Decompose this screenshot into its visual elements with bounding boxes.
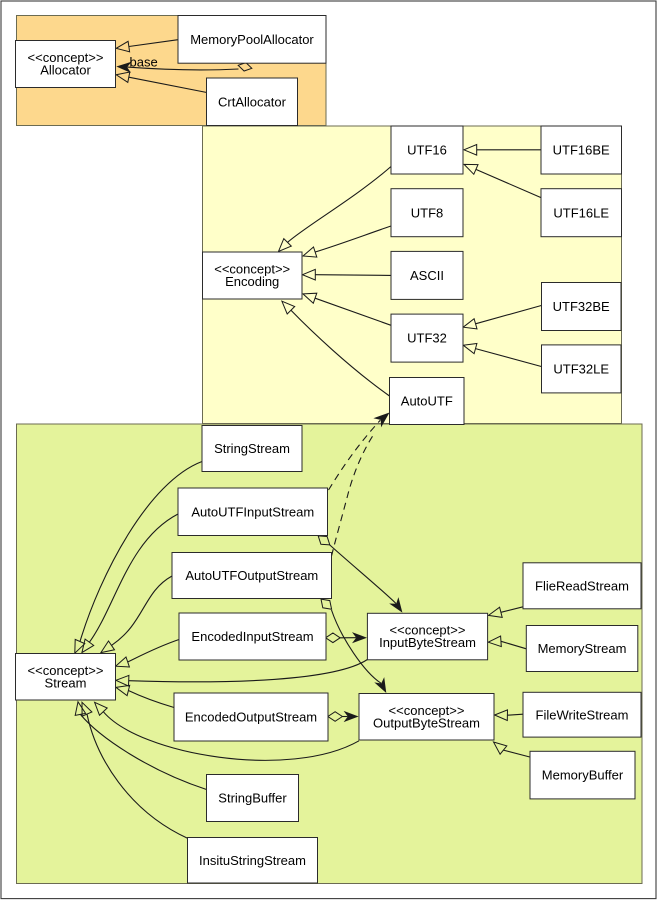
- svg-text:<<concept>>: <<concept>>: [390, 623, 466, 638]
- svg-text:EncodedOutputStream: EncodedOutputStream: [185, 710, 317, 725]
- svg-text:<<concept>>: <<concept>>: [389, 703, 465, 718]
- svg-text:Encoding: Encoding: [225, 274, 279, 289]
- svg-text:InputByteStream: InputByteStream: [379, 635, 476, 650]
- svg-text:UTF16LE: UTF16LE: [553, 205, 609, 220]
- svg-text:StringStream: StringStream: [214, 441, 290, 456]
- svg-text:StringBuffer: StringBuffer: [218, 791, 287, 806]
- svg-text:Stream: Stream: [45, 675, 87, 690]
- svg-text:AutoUTFOutputStream: AutoUTFOutputStream: [185, 568, 318, 583]
- svg-text:UTF32: UTF32: [407, 331, 447, 346]
- svg-text:ASCII: ASCII: [410, 268, 444, 283]
- svg-text:UTF16BE: UTF16BE: [553, 143, 610, 158]
- svg-text:CrtAllocator: CrtAllocator: [218, 94, 287, 109]
- svg-text:OutputByteStream: OutputByteStream: [373, 715, 480, 730]
- svg-text:<<concept>>: <<concept>>: [28, 663, 104, 678]
- svg-text:FlieReadStream: FlieReadStream: [535, 578, 629, 593]
- svg-text:UTF32LE: UTF32LE: [553, 362, 609, 377]
- svg-text:AutoUTFInputStream: AutoUTFInputStream: [191, 504, 314, 519]
- svg-text:FileWriteStream: FileWriteStream: [536, 707, 629, 722]
- svg-text:MemoryPoolAllocator: MemoryPoolAllocator: [190, 32, 314, 47]
- svg-text:base: base: [130, 55, 158, 70]
- svg-text:AutoUTF: AutoUTF: [401, 394, 453, 409]
- svg-text:UTF8: UTF8: [411, 205, 444, 220]
- svg-text:MemoryBuffer: MemoryBuffer: [542, 768, 624, 783]
- svg-text:<<concept>>: <<concept>>: [28, 50, 104, 65]
- svg-text:<<concept>>: <<concept>>: [214, 262, 290, 277]
- svg-text:EncodedInputStream: EncodedInputStream: [191, 629, 313, 644]
- svg-text:Allocator: Allocator: [40, 63, 91, 78]
- svg-text:UTF16: UTF16: [407, 143, 447, 158]
- svg-text:UTF32BE: UTF32BE: [553, 299, 610, 314]
- svg-text:InsituStringStream: InsituStringStream: [199, 853, 306, 868]
- svg-text:MemoryStream: MemoryStream: [538, 641, 627, 656]
